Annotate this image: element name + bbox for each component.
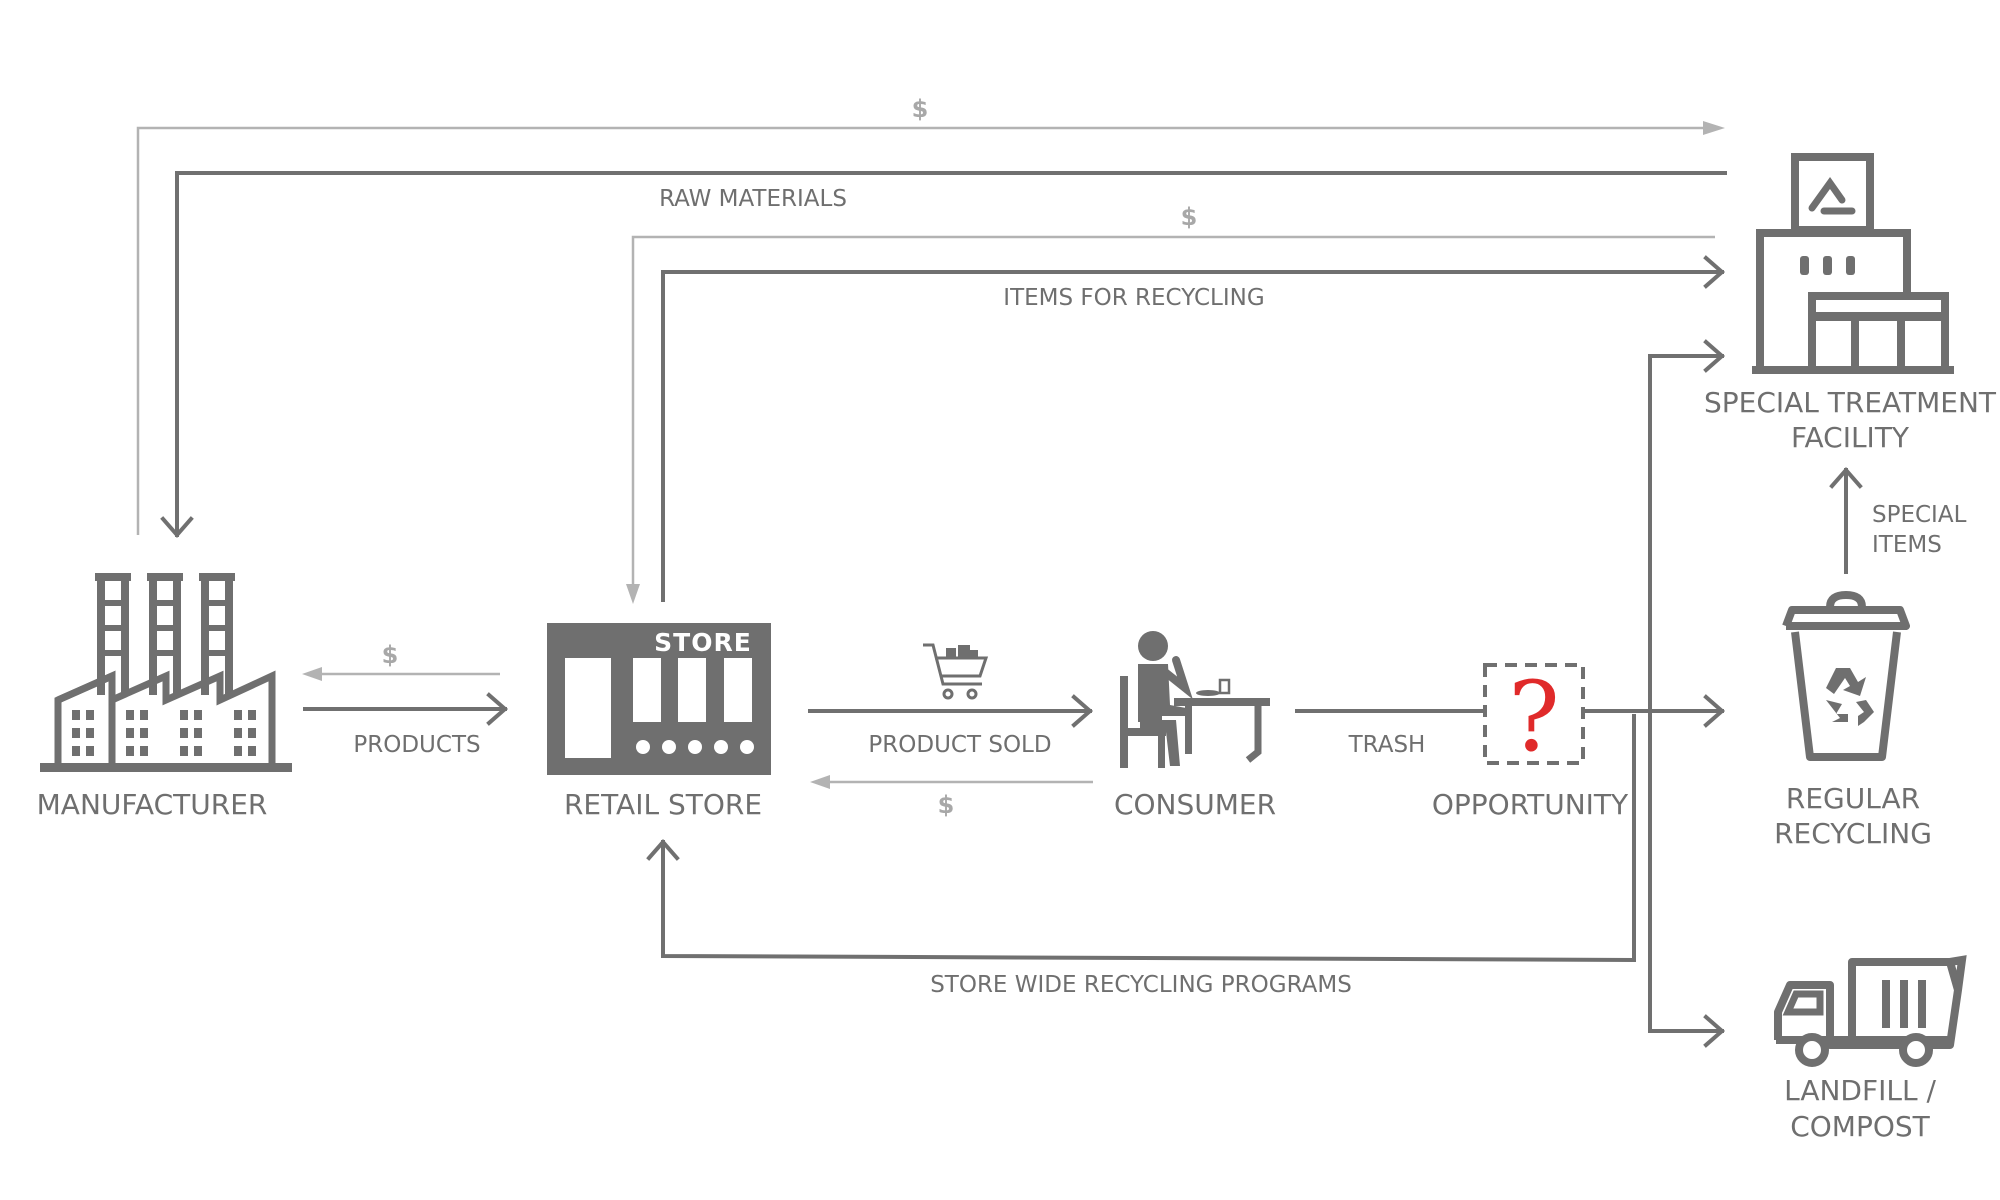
money-label-second: $ bbox=[1181, 203, 1198, 231]
special-items-label-2: ITEMS bbox=[1872, 532, 1942, 558]
opportunity-branch-flow bbox=[1648, 339, 1726, 1048]
landfill-label-2: COMPOST bbox=[1790, 1110, 1930, 1143]
money-label-consumer: $ bbox=[938, 791, 955, 819]
money-flow-store-to-facility bbox=[626, 235, 1715, 604]
products-label: PRODUCTS bbox=[353, 732, 480, 758]
special-items-flow bbox=[1829, 466, 1863, 574]
regular-recycling-label-1: REGULAR bbox=[1786, 782, 1920, 815]
factory-icon bbox=[40, 573, 292, 772]
special-items-label-1: SPECIAL bbox=[1872, 502, 1967, 528]
product-sold-label: PRODUCT SOLD bbox=[868, 732, 1051, 758]
trash-label: TRASH bbox=[1348, 732, 1426, 758]
opportunity-label: OPPORTUNITY bbox=[1432, 788, 1629, 821]
money-flow-store-to-manufacturer bbox=[302, 667, 500, 681]
store-wide-label: STORE WIDE RECYCLING PROGRAMS bbox=[930, 972, 1352, 998]
manufacturer-label: MANUFACTURER bbox=[37, 788, 268, 821]
retail-store-label: RETAIL STORE bbox=[564, 788, 762, 821]
money-label-top: $ bbox=[912, 95, 929, 123]
garbage-truck-icon bbox=[1774, 955, 1967, 1067]
items-for-recycling-flow bbox=[661, 255, 1726, 602]
landfill-label-1: LANDFILL / bbox=[1784, 1074, 1936, 1107]
raw-materials-flow bbox=[160, 171, 1727, 539]
consumer-label: CONSUMER bbox=[1114, 788, 1276, 821]
regular-recycling-label-2: RECYCLING bbox=[1774, 817, 1932, 850]
treatment-facility-icon bbox=[1752, 153, 1954, 374]
store-icon: STORE bbox=[547, 623, 771, 775]
consumer-icon bbox=[1120, 631, 1270, 768]
opportunity-to-recycling-flow bbox=[1581, 694, 1726, 728]
money-label-products: $ bbox=[382, 641, 399, 669]
products-flow bbox=[303, 692, 509, 726]
opportunity-box: ? bbox=[1483, 661, 1585, 773]
money-flow-manufacturer-to-facility bbox=[136, 121, 1725, 535]
items-for-recycling-label: ITEMS FOR RECYCLING bbox=[1003, 285, 1264, 311]
question-mark-icon: ? bbox=[1508, 661, 1559, 773]
shopping-cart-icon bbox=[923, 643, 989, 700]
store-sign: STORE bbox=[654, 628, 752, 657]
special-treatment-label-2: FACILITY bbox=[1791, 421, 1910, 454]
store-wide-recycling-flow bbox=[646, 714, 1636, 963]
raw-materials-label: RAW MATERIALS bbox=[659, 186, 847, 212]
product-sold-flow bbox=[808, 694, 1094, 728]
money-flow-consumer-to-store bbox=[810, 775, 1093, 789]
recycling-bin-icon bbox=[1782, 590, 1910, 761]
special-treatment-label-1: SPECIAL TREATMENT bbox=[1704, 386, 1997, 419]
